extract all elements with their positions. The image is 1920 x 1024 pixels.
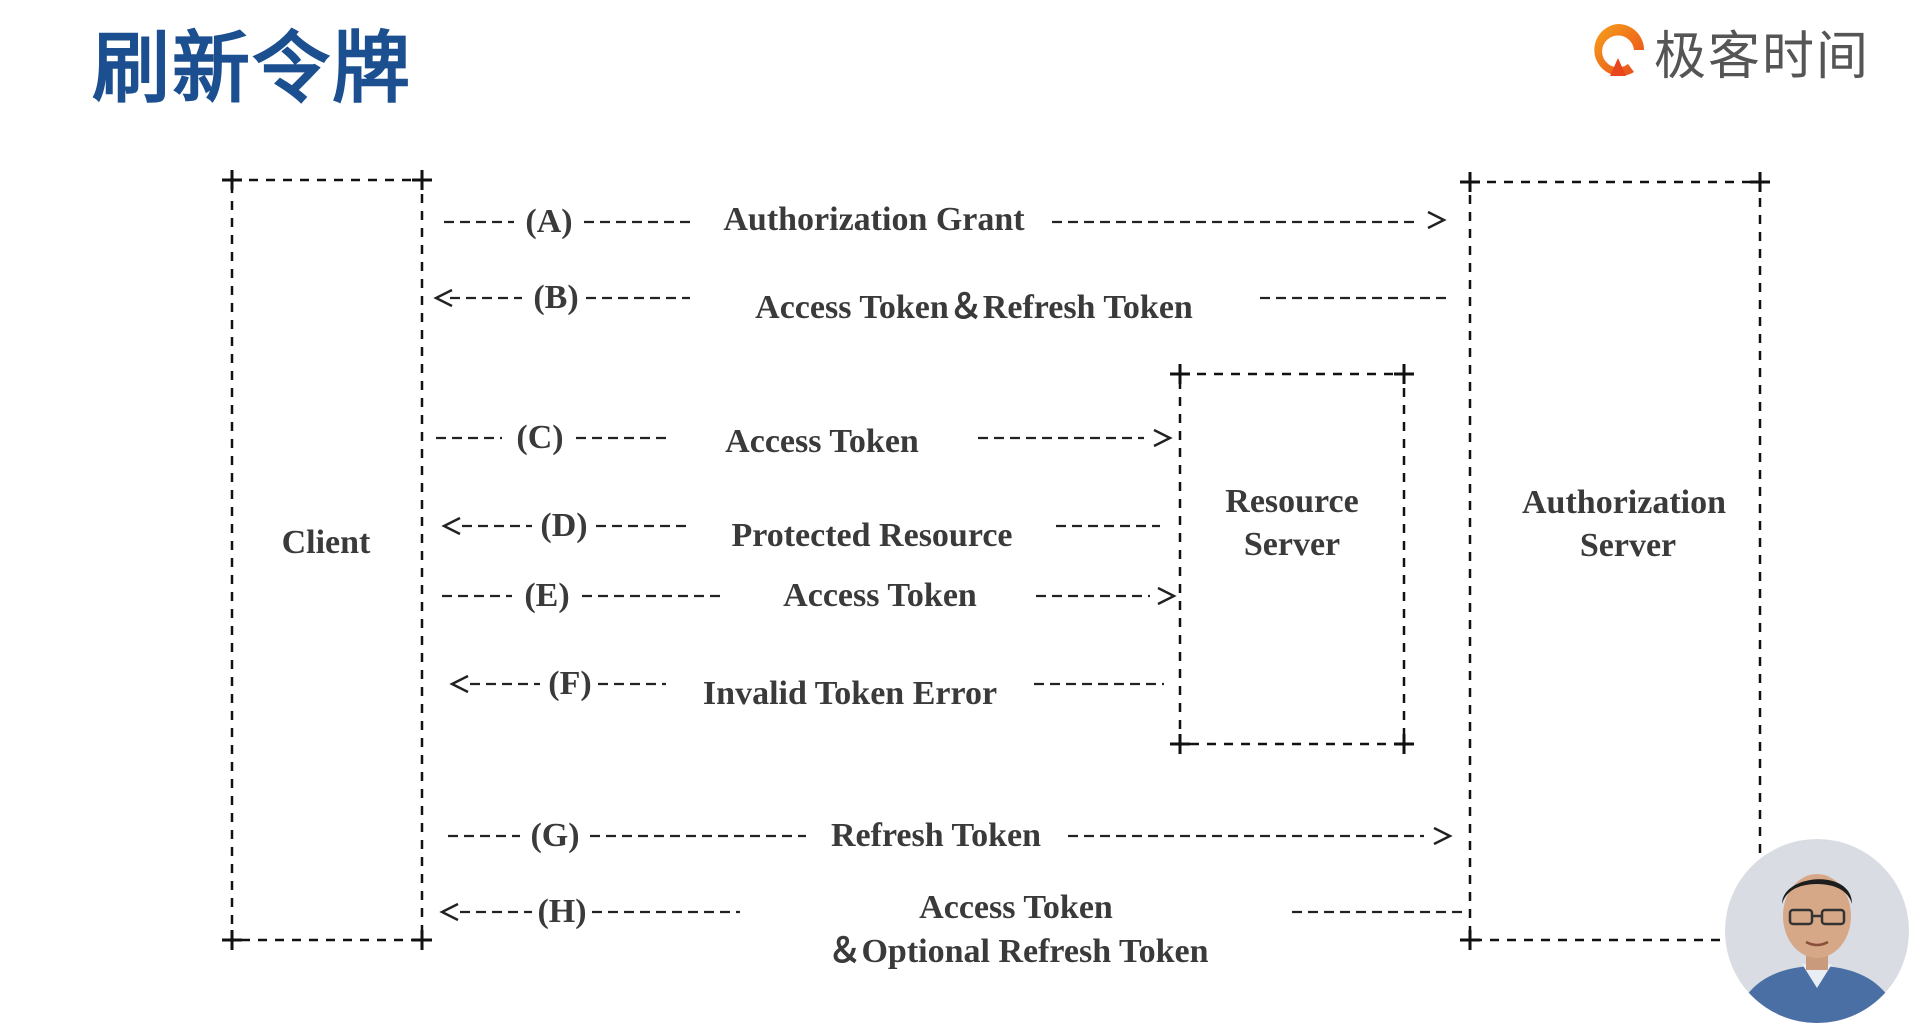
client-box <box>230 178 424 942</box>
step-marker-H: (H) <box>537 893 586 930</box>
authorization-server-label-line1: Authorization <box>1522 484 1726 521</box>
box-corner-marks <box>222 170 1770 950</box>
arrowhead-F <box>449 674 469 694</box>
resource-server-box <box>1178 372 1406 746</box>
authorization-server-box <box>1468 180 1762 942</box>
step-label-C: Access Token <box>725 423 919 460</box>
resource-server-label-line2: Server <box>1244 526 1340 563</box>
resource-server-label-line1: Resource <box>1225 483 1358 520</box>
arrowhead-G <box>1433 826 1453 846</box>
arrowhead-A <box>1427 210 1447 230</box>
arrowheads <box>433 210 1453 922</box>
arrowhead-C <box>1153 428 1173 448</box>
step-marker-B: (B) <box>533 279 578 316</box>
message-lines <box>436 220 1464 914</box>
step-label-H: Access Token <box>919 889 1113 926</box>
step-label-D: Protected Resource <box>731 517 1012 554</box>
geektime-logo-icon <box>1594 23 1644 76</box>
arrowhead-E <box>1157 586 1177 606</box>
client-label: Client <box>282 524 371 561</box>
step-label-F: Invalid Token Error <box>703 675 997 712</box>
step-label-E: Access Token <box>783 577 977 614</box>
arrowhead-B <box>433 288 453 308</box>
step-marker-D: (D) <box>540 507 587 544</box>
step-marker-A: (A) <box>525 203 572 240</box>
step-markers: (A) (B) (C) (D) (E) (F) (G) (H) <box>516 203 591 930</box>
step-marker-C: (C) <box>516 419 563 456</box>
step-label-A: Authorization Grant <box>723 201 1025 238</box>
arrowhead-D <box>441 516 461 536</box>
step-marker-G: (G) <box>530 817 579 854</box>
step-label-H-line2: ＆Optional Refresh Token <box>827 933 1208 970</box>
presenter-avatar <box>1725 839 1909 1023</box>
step-label-G: Refresh Token <box>831 817 1041 854</box>
step-label-B: Access Token＆Refresh Token <box>755 289 1193 326</box>
brand-name: 极客时间 <box>1654 27 1871 87</box>
arrowhead-H <box>439 902 459 922</box>
authorization-server-label-line2: Server <box>1580 527 1676 564</box>
step-marker-F: (F) <box>548 665 591 702</box>
page-title: 刷新令牌 <box>92 24 413 114</box>
brand-logo: 极客时间 <box>1590 14 1870 89</box>
step-marker-E: (E) <box>524 577 569 614</box>
